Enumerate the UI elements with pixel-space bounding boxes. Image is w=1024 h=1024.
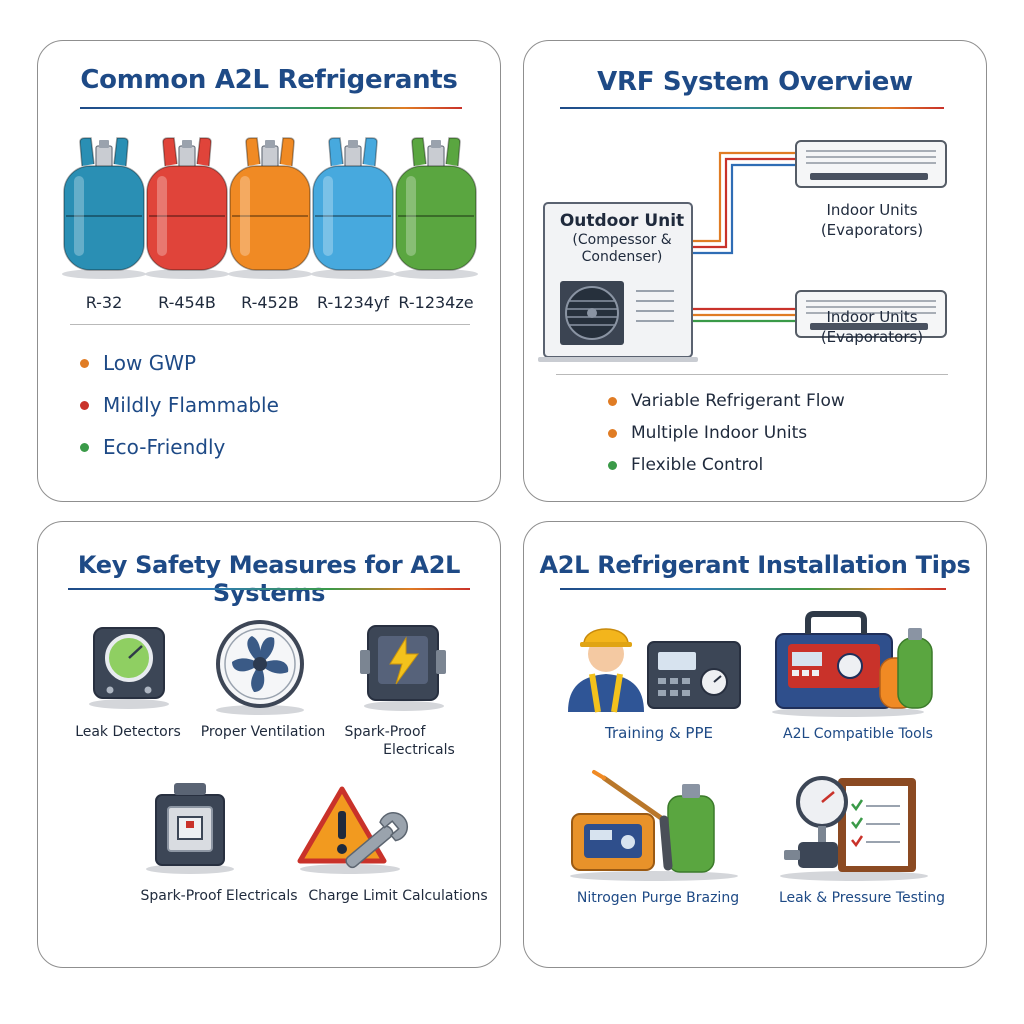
cylinder-label: R-452B <box>241 293 299 312</box>
bullet-dot <box>80 442 89 452</box>
panel-title: A2L Refrigerant Installation Tips <box>539 551 971 579</box>
bullet-text: Eco-Friendly <box>103 435 226 459</box>
bullet-item: Eco-Friendly <box>80 435 225 459</box>
panel-title: Key Safety Measures for A2L Systems <box>77 551 461 607</box>
refrigerant-pipes <box>692 151 796 323</box>
indoor-unit-label: Indoor Units <box>826 308 918 326</box>
safety-item-label: Spark-Proof <box>344 724 426 740</box>
bullet-text: Variable Refrigerant Flow <box>631 391 845 411</box>
refrigerants-panel: Common A2L Refrigerants R-32 R-454B R-452B… <box>37 40 501 502</box>
panel-title: VRF System Overview <box>597 67 913 97</box>
tips-panel: A2L Refrigerant Installation Tips <box>523 521 987 968</box>
bullet-item: Multiple Indoor Units <box>608 423 807 443</box>
outdoor-unit-title: Outdoor Unit <box>559 211 685 231</box>
title-rule <box>68 588 470 590</box>
outdoor-unit-icon <box>538 202 698 362</box>
safety-panel: Key Safety Measures for A2L Systems <box>37 521 501 968</box>
bullet-item: Mildly Flammable <box>80 393 279 417</box>
bullet-text: Mildly Flammable <box>103 393 279 417</box>
vrf-panel: VRF System Overview <box>523 40 987 502</box>
vrf-diagram <box>538 140 947 362</box>
tip-label: A2L Compatible Tools <box>783 726 933 742</box>
bullet-item: Variable Refrigerant Flow <box>608 391 845 411</box>
ventilation-fan-icon <box>216 620 304 715</box>
safety-item-label: Spark-Proof Electricals <box>140 888 298 904</box>
cylinder-label: R-1234ze <box>398 293 474 312</box>
cylinder-label: R-1234yf <box>316 293 390 312</box>
brazing-torch-icon <box>570 770 738 881</box>
recovery-machine-icon <box>772 611 933 717</box>
leak-detector-icon <box>89 627 169 709</box>
outdoor-unit-desc: (Compessor & <box>572 232 672 248</box>
refrigerant-cylinder-icon <box>311 137 395 279</box>
refrigerant-cylinder-icon <box>62 137 146 279</box>
safety-item-label: Charge Limit Calculations <box>308 888 488 904</box>
safety-item-label: Proper Ventilation <box>200 724 326 740</box>
indoor-unit-icon <box>795 290 947 338</box>
title-rule <box>560 107 944 109</box>
bullet-dot <box>80 400 89 410</box>
indoor-unit-desc: (Evaporators) <box>820 221 924 239</box>
bullet-item: Flexible Control <box>608 455 763 475</box>
title-rule <box>80 107 462 109</box>
refrigerant-cylinder-icon <box>394 137 478 279</box>
outdoor-unit-desc: Condenser) <box>581 249 663 265</box>
safety-item-label: Leak Detectors <box>75 724 181 740</box>
cylinder-label: R-454B <box>158 293 216 312</box>
tip-label: Training & PPE <box>605 724 713 742</box>
pressure-gauge-icon <box>780 776 928 881</box>
indoor-unit-desc: (Evaporators) <box>820 328 924 346</box>
indoor-unit-icon <box>795 140 947 188</box>
indoor-unit-label: Indoor Units <box>826 201 918 219</box>
cylinder-label: R-32 <box>85 293 123 312</box>
bullet-dot <box>608 460 617 470</box>
refrigerant-cylinder-icon <box>228 137 312 279</box>
panel-title: Common A2L Refrigerants <box>80 65 458 95</box>
spark-proof-box-icon <box>360 625 446 711</box>
title-rule <box>560 588 946 590</box>
tip-label: Leak & Pressure Testing <box>778 890 946 906</box>
technician-icon <box>568 628 741 713</box>
bullet-text: Flexible Control <box>631 455 764 475</box>
tip-label: Nitrogen Purge Brazing <box>576 890 740 906</box>
warning-wrench-icon <box>297 786 409 874</box>
bullet-dot <box>80 358 89 368</box>
divider <box>70 324 470 325</box>
bullet-dot <box>608 396 617 406</box>
safety-item-label: Electricals <box>383 742 455 758</box>
refrigerant-cylinder-icon <box>145 137 229 279</box>
bullet-item: Low GWP <box>80 351 196 375</box>
refrigerant-cylinders <box>62 137 478 279</box>
divider <box>556 374 948 375</box>
bullet-text: Low GWP <box>103 351 197 375</box>
bullet-dot <box>608 428 617 438</box>
bullet-text: Multiple Indoor Units <box>631 423 808 443</box>
spark-proof-enclosure-icon <box>146 783 234 874</box>
